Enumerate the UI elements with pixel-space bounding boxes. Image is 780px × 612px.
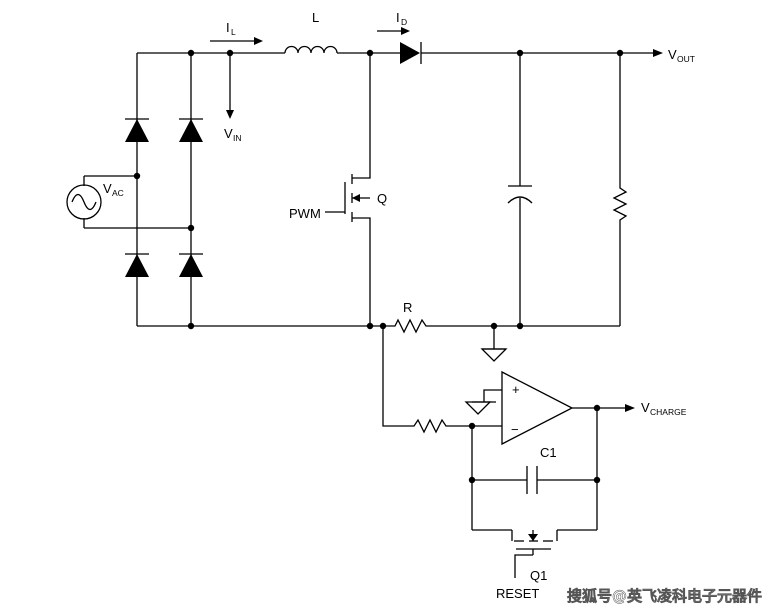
- reset-switch-q1: Q1 RESET: [472, 529, 597, 601]
- v-ac-subscript: AC: [112, 188, 124, 198]
- v-out-arrow-icon: [653, 49, 663, 57]
- r-label: R: [403, 300, 412, 315]
- v-ac-label: V: [103, 181, 112, 196]
- i-l-label: I: [226, 20, 230, 35]
- v-in-arrow-icon: [226, 110, 234, 119]
- v-charge-arrow-icon: [625, 404, 635, 412]
- opamp-integrator: + − V CHARGE C1: [382, 326, 687, 530]
- v-out-subscript: OUT: [677, 54, 695, 64]
- input-annotations: V IN I L: [210, 20, 263, 143]
- v-out-label: V: [668, 47, 677, 62]
- bridge-diode-bottom-right: [179, 254, 203, 277]
- q-label: Q: [377, 191, 387, 206]
- inductor-label: L: [312, 10, 319, 25]
- ac-source: V AC: [66, 175, 191, 229]
- i-d-subscript: D: [401, 17, 407, 27]
- i-l-subscript: L: [231, 27, 236, 37]
- i-d-arrow-icon: [401, 27, 410, 35]
- sine-wave-icon: [71, 193, 97, 211]
- i-l-arrow-icon: [254, 37, 263, 45]
- sense-resistor-r: R: [360, 300, 508, 362]
- v-charge-label: V: [641, 400, 650, 415]
- output-stage: [490, 49, 628, 330]
- q1-label: Q1: [530, 568, 547, 583]
- ground-icon: [464, 401, 492, 415]
- mosfet-q: PWM Q: [289, 49, 387, 330]
- bridge-diode-top-left: [125, 119, 149, 142]
- opamp-plus-label: +: [512, 382, 520, 397]
- i-d-label: I: [396, 10, 400, 25]
- reset-label: RESET: [496, 586, 539, 601]
- boost-diode: I D V OUT: [377, 10, 695, 64]
- v-charge-subscript: CHARGE: [650, 407, 687, 417]
- bridge-rectifier: [125, 49, 360, 330]
- v-in-label: V: [224, 126, 233, 141]
- watermark-text: 搜狐号@英飞凌科电子元器件: [567, 587, 762, 605]
- ground-icon: [480, 348, 508, 362]
- pwm-label: PWM: [289, 206, 321, 221]
- v-in-subscript: IN: [233, 133, 242, 143]
- bridge-diode-top-right: [179, 119, 203, 142]
- c1-label: C1: [540, 445, 557, 460]
- opamp-minus-label: −: [511, 422, 519, 437]
- bridge-diode-bottom-left: [125, 254, 149, 277]
